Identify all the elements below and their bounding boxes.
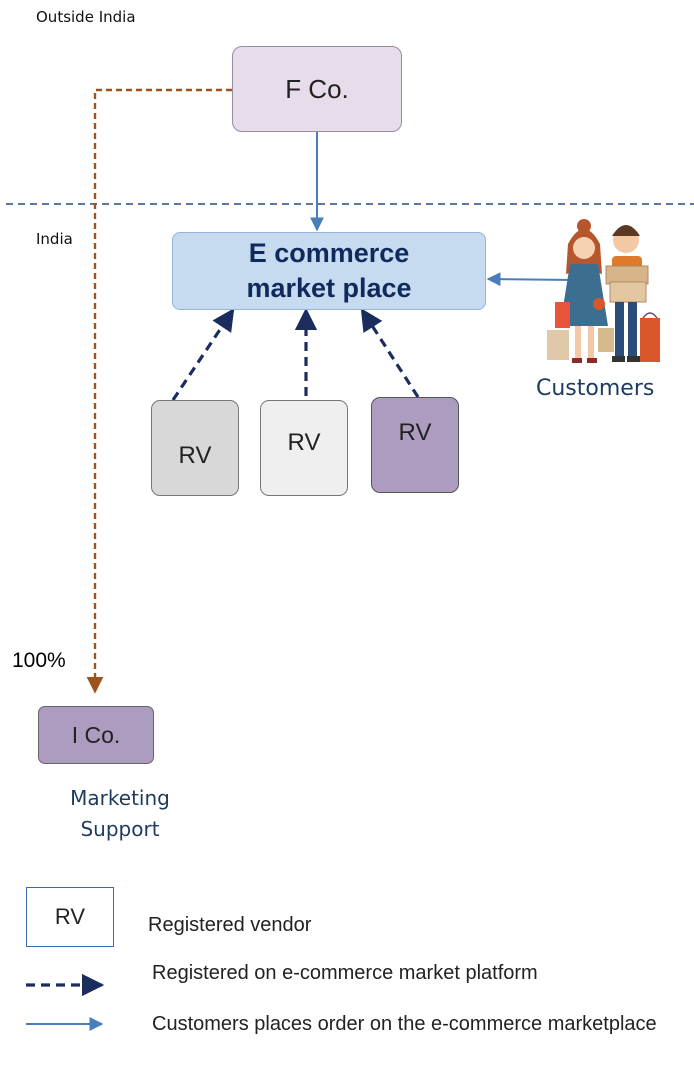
vendor-box: RV xyxy=(371,397,459,493)
legend-vendor-symbol: RV xyxy=(26,887,114,947)
ownership-percent-label: 100% xyxy=(12,649,66,672)
legend-vendor-symbol-text: RV xyxy=(54,904,86,929)
outside-india-label: Outside India xyxy=(36,8,136,26)
vendor1-registration-arrow xyxy=(171,308,235,401)
vendor-label: RV xyxy=(287,429,321,456)
vendor-label: RV xyxy=(398,419,432,446)
indian-company-label: I Co. xyxy=(71,721,121,748)
legend-dashed-text: Registered on e-commerce market platform xyxy=(152,962,538,984)
vendor-box: RV xyxy=(151,400,239,496)
vendor3-registration-arrow xyxy=(360,308,420,398)
foreign-company-box: F Co. xyxy=(232,46,402,132)
vendor-box: RV xyxy=(260,400,348,496)
legend-vendor-text: Registered vendor xyxy=(148,914,312,936)
customers-label: Customers xyxy=(536,376,655,401)
ownership-arrow xyxy=(86,88,232,694)
customers-illustration xyxy=(547,219,660,363)
customers-to-marketplace-arrow xyxy=(486,272,575,287)
india-label: India xyxy=(36,230,73,248)
legend-solid-text: Customers places order on the e-commerce… xyxy=(152,1013,657,1035)
marketing-support-label: Marketing Support xyxy=(70,786,170,841)
foreign-company-label: F Co. xyxy=(285,73,349,104)
marketplace-label: E commerce market place xyxy=(246,238,412,303)
indian-company-box: I Co. xyxy=(38,706,154,764)
marketplace-box: E commerce market place xyxy=(172,232,486,310)
vendor-label: RV xyxy=(178,442,212,469)
